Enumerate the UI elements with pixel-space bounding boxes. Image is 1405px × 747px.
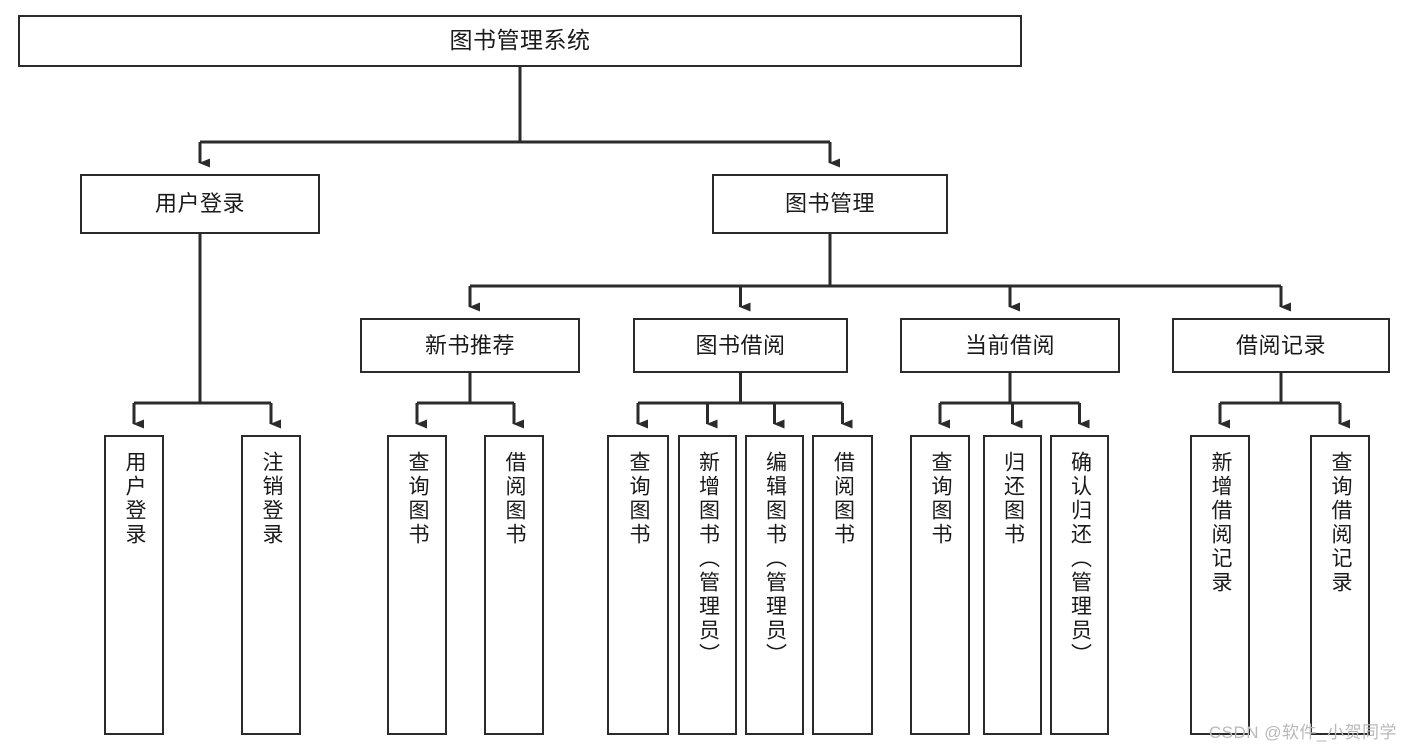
node-label: 借阅记录 (1235, 332, 1326, 358)
node-leaf-cur-1[interactable]: 查询图书 (910, 435, 970, 735)
node-label: 借阅图书 (503, 451, 527, 547)
node-label: 编辑图书（管理员） (763, 451, 787, 667)
node-records[interactable]: 借阅记录 (1172, 318, 1390, 373)
node-newbook[interactable]: 新书推荐 (360, 318, 580, 373)
node-label: 新增图书（管理员） (696, 451, 720, 667)
node-label: 归还图书 (1001, 451, 1025, 547)
node-leaf-login-2[interactable]: 注销登录 (241, 435, 301, 735)
node-label: 当前借阅 (964, 332, 1055, 358)
node-label: 注销登录 (260, 451, 284, 547)
node-leaf-rec-2[interactable]: 查询借阅记录 (1310, 435, 1370, 735)
node-label: 确认归还（管理员） (1068, 451, 1092, 667)
node-label: 图书管理 (784, 191, 875, 217)
node-label: 新书推荐 (424, 332, 515, 358)
node-root[interactable]: 图书管理系统 (18, 15, 1022, 67)
node-label: 图书管理系统 (449, 27, 591, 54)
node-login[interactable]: 用户登录 (80, 174, 320, 234)
node-bookmgmt[interactable]: 图书管理 (712, 174, 948, 234)
node-label: 新增借阅记录 (1209, 451, 1233, 595)
node-borrow[interactable]: 图书借阅 (633, 318, 848, 373)
watermark-text: CSDN @软件_小贺同学 (1208, 723, 1397, 742)
node-label: 图书借阅 (695, 332, 786, 358)
node-leaf-rec-1[interactable]: 新增借阅记录 (1190, 435, 1250, 735)
node-leaf-login-1[interactable]: 用户登录 (104, 435, 164, 735)
node-leaf-borrow-1[interactable]: 查询图书 (607, 435, 669, 735)
node-label: 查询图书 (406, 451, 430, 547)
node-label: 查询借阅记录 (1329, 451, 1353, 595)
node-leaf-cur-2[interactable]: 归还图书 (983, 435, 1042, 735)
node-label: 用户登录 (154, 191, 245, 217)
node-current[interactable]: 当前借阅 (900, 318, 1120, 373)
node-label: 借阅图书 (831, 451, 855, 547)
node-leaf-borrow-4[interactable]: 借阅图书 (812, 435, 873, 735)
node-label: 查询图书 (929, 451, 953, 547)
node-leaf-borrow-2[interactable]: 新增图书（管理员） (678, 435, 737, 735)
node-leaf-borrow-3[interactable]: 编辑图书（管理员） (745, 435, 804, 735)
node-label: 查询图书 (627, 451, 651, 547)
node-leaf-new-2[interactable]: 借阅图书 (484, 435, 544, 735)
node-leaf-cur-3[interactable]: 确认归还（管理员） (1050, 435, 1109, 735)
node-label: 用户登录 (123, 451, 147, 547)
node-leaf-new-1[interactable]: 查询图书 (387, 435, 447, 735)
